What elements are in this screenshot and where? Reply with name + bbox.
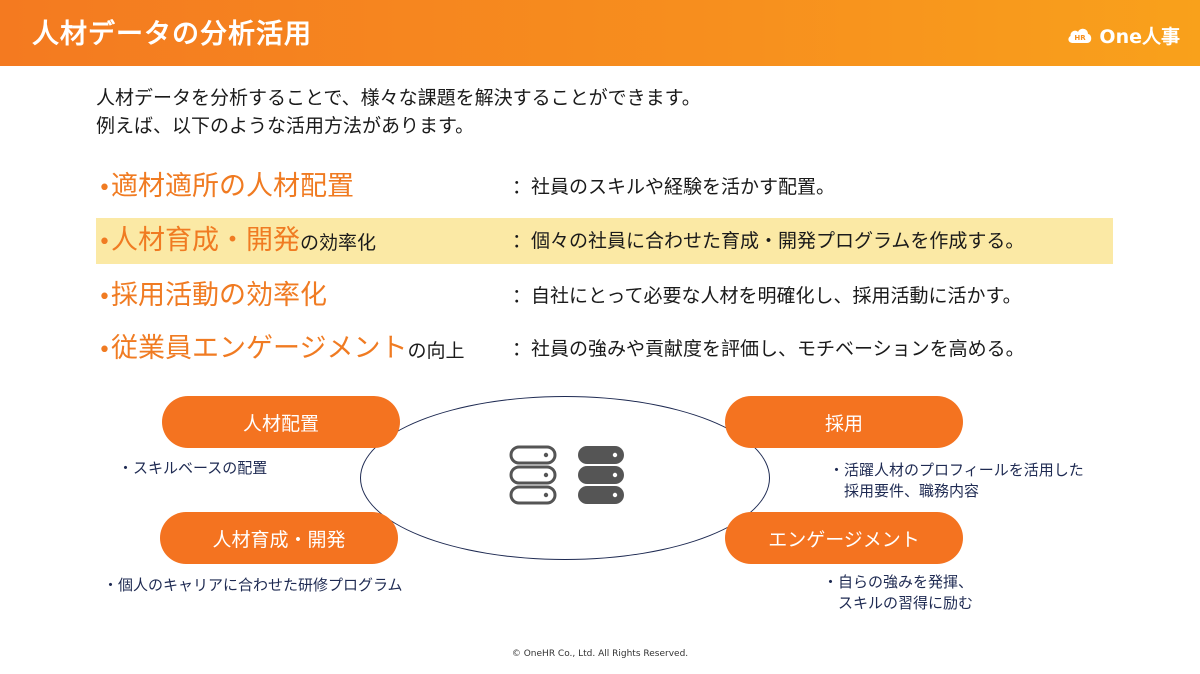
bullet: •	[98, 338, 111, 363]
use-description: ：個々の社員に合わせた育成・開発プログラムを作成する。	[512, 230, 1025, 252]
header-bar: 人材データの分析活用 HR One人事	[0, 0, 1200, 66]
bullet: •	[98, 285, 111, 310]
note-line: ・個人のキャリアに合わせた研修プログラム	[103, 576, 403, 594]
use-item-development: •人材育成・開発の効率化 ：個々の社員に合わせた育成・開発プログラムを作成する。	[96, 218, 1113, 264]
copyright-footer: © OneHR Co., Ltd. All Rights Reserved.	[511, 649, 689, 659]
note-line: 採用要件、職務内容	[844, 482, 980, 500]
note-line: ・活躍人材のプロフィールを活用した	[829, 461, 1084, 479]
brand-logo-text: One人事	[1099, 25, 1180, 48]
intro-text: 人材データを分析することで、様々な課題を解決することができます。 例えば、以下の…	[96, 84, 1096, 140]
use-description: ：自社にとって必要な人材を明確化し、採用活動に活かす。	[512, 285, 1022, 307]
svg-text:HR: HR	[1075, 34, 1087, 42]
use-term-suffix: の効率化	[299, 232, 376, 254]
use-item-engagement: •従業員エンゲージメントの向上 ：社員の強みや貢献度を評価し、モチベーションを高…	[96, 326, 1113, 372]
use-description: ：社員のスキルや経験を活かす配置。	[512, 176, 836, 198]
note-placement: ・スキルベースの配置	[118, 458, 267, 479]
database-filled-icon	[578, 446, 624, 504]
page-title: 人材データの分析活用	[32, 19, 312, 50]
pill-development: 人材育成・開発	[160, 512, 398, 564]
note-line: スキルの習得に励む	[838, 594, 974, 612]
database-outline-icon	[509, 445, 557, 505]
use-term: 従業員エンゲージメント	[110, 333, 408, 364]
use-item-recruiting: •採用活動の効率化 ：自社にとって必要な人材を明確化し、採用活動に活かす。	[96, 273, 1113, 319]
use-term: 採用活動の効率化	[110, 280, 327, 311]
use-description: ：社員の強みや貢献度を評価し、モチベーションを高める。	[512, 338, 1025, 360]
bullet: •	[98, 230, 111, 255]
intro-line: 例えば、以下のような活用方法があります。	[96, 115, 475, 137]
use-term: 適材適所の人材配置	[110, 171, 354, 202]
note-line: ・スキルベースの配置	[118, 459, 268, 477]
use-item-placement: •適材適所の人材配置 ：社員のスキルや経験を活かす配置。	[96, 164, 1113, 210]
note-development: ・個人のキャリアに合わせた研修プログラム	[103, 575, 403, 596]
brand-logo: HR One人事	[1067, 22, 1180, 48]
bullet: •	[98, 176, 111, 201]
use-term-suffix: の向上	[407, 340, 465, 362]
cloud-hr-icon: HR	[1068, 28, 1092, 43]
data-hub-ellipse	[360, 396, 770, 560]
note-engagement: ・自らの強みを発揮、 スキルの習得に励む	[823, 572, 973, 614]
pill-recruit: 採用	[725, 396, 963, 448]
use-term: 人材育成・開発	[110, 225, 300, 256]
pill-engagement: エンゲージメント	[725, 512, 963, 564]
note-line: ・自らの強みを発揮、	[823, 573, 974, 591]
intro-line: 人材データを分析することで、様々な課題を解決することができます。	[96, 87, 701, 109]
note-recruit: ・活躍人材のプロフィールを活用した 採用要件、職務内容	[829, 460, 1084, 502]
pill-placement: 人材配置	[162, 396, 400, 448]
